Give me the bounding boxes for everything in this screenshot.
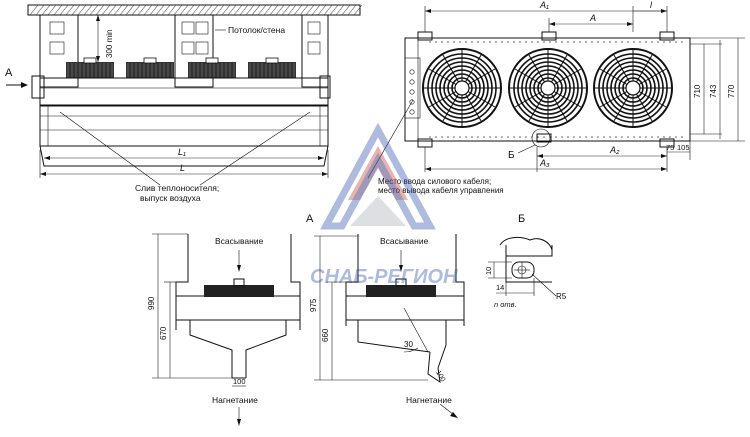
l-small-label: l [650,0,653,10]
detail-b-mark: Б [508,150,515,161]
a3-label: A₃ [539,158,550,168]
dim-975: 975 [309,298,318,312]
suction-label-2: Всасывание [380,236,429,246]
front-fans [66,57,296,78]
l1-label: L₁ [178,147,186,157]
drain-label-line2: выпуск воздуха [140,193,201,203]
side-view-1: Всасывание 990 670 100 Нагнетание [147,233,301,426]
dim-743: 743 [709,84,718,98]
dim-r5: R5 [556,292,567,301]
a-label: A [589,13,596,23]
view-a-arrow-label: A [5,67,13,79]
top-view: A₁ A l 710 743 770 A₂ A₃ 75 105 [367,0,745,195]
hangers [39,14,329,88]
view-a-title: A [306,213,314,225]
detail-b: Б 10 14 R5 n отв. [484,213,567,309]
dim-670: 670 [159,326,168,340]
fan-grille-1 [422,48,502,128]
a1-label: A₁ [539,0,549,10]
drain-label-line1: Слив теплоносителя; [135,183,219,193]
detail-b-title: Б [518,213,525,225]
dim-990: 990 [147,296,156,310]
dim-100b: 100 [434,370,446,384]
suction-label-1: Всасывание [215,236,264,246]
side-view-2: A Всасывание 975 660 30 100 Нагнетание [306,213,465,418]
watermark-text: СНАБ-РЕГИОН [310,266,458,288]
a2-label: A₂ [609,145,620,155]
cable-label-line2: место вывода кабеля управления [378,186,504,195]
dim-660: 660 [321,328,330,342]
dim-710: 710 [693,84,702,98]
l-label: L [180,163,185,173]
dim-100a: 100 [233,377,246,386]
min-gap-label: 300 min [105,30,114,58]
dim-10: 10 [484,267,493,275]
dim-105: 105 [677,143,690,152]
discharge-label-2: Нагнетание [406,395,452,405]
fan-grille-2 [508,48,588,128]
ceiling [27,4,363,16]
front-view: 300 min Потолок/стена A [5,4,363,203]
dim-75: 75 [666,143,674,152]
discharge-label-1: Нагнетание [212,395,258,405]
holes-label: n отв. [494,300,517,309]
fan-grille-3 [593,48,673,128]
dim-30: 30 [404,340,413,349]
ceiling-wall-label: Потолок/стена [228,25,285,35]
cable-label-line1: Место ввода силового кабеля; [378,177,491,186]
watermark-logo: СНАБ-РЕГИОН [310,122,458,288]
dim-770: 770 [727,84,736,98]
dim-14: 14 [496,283,504,292]
